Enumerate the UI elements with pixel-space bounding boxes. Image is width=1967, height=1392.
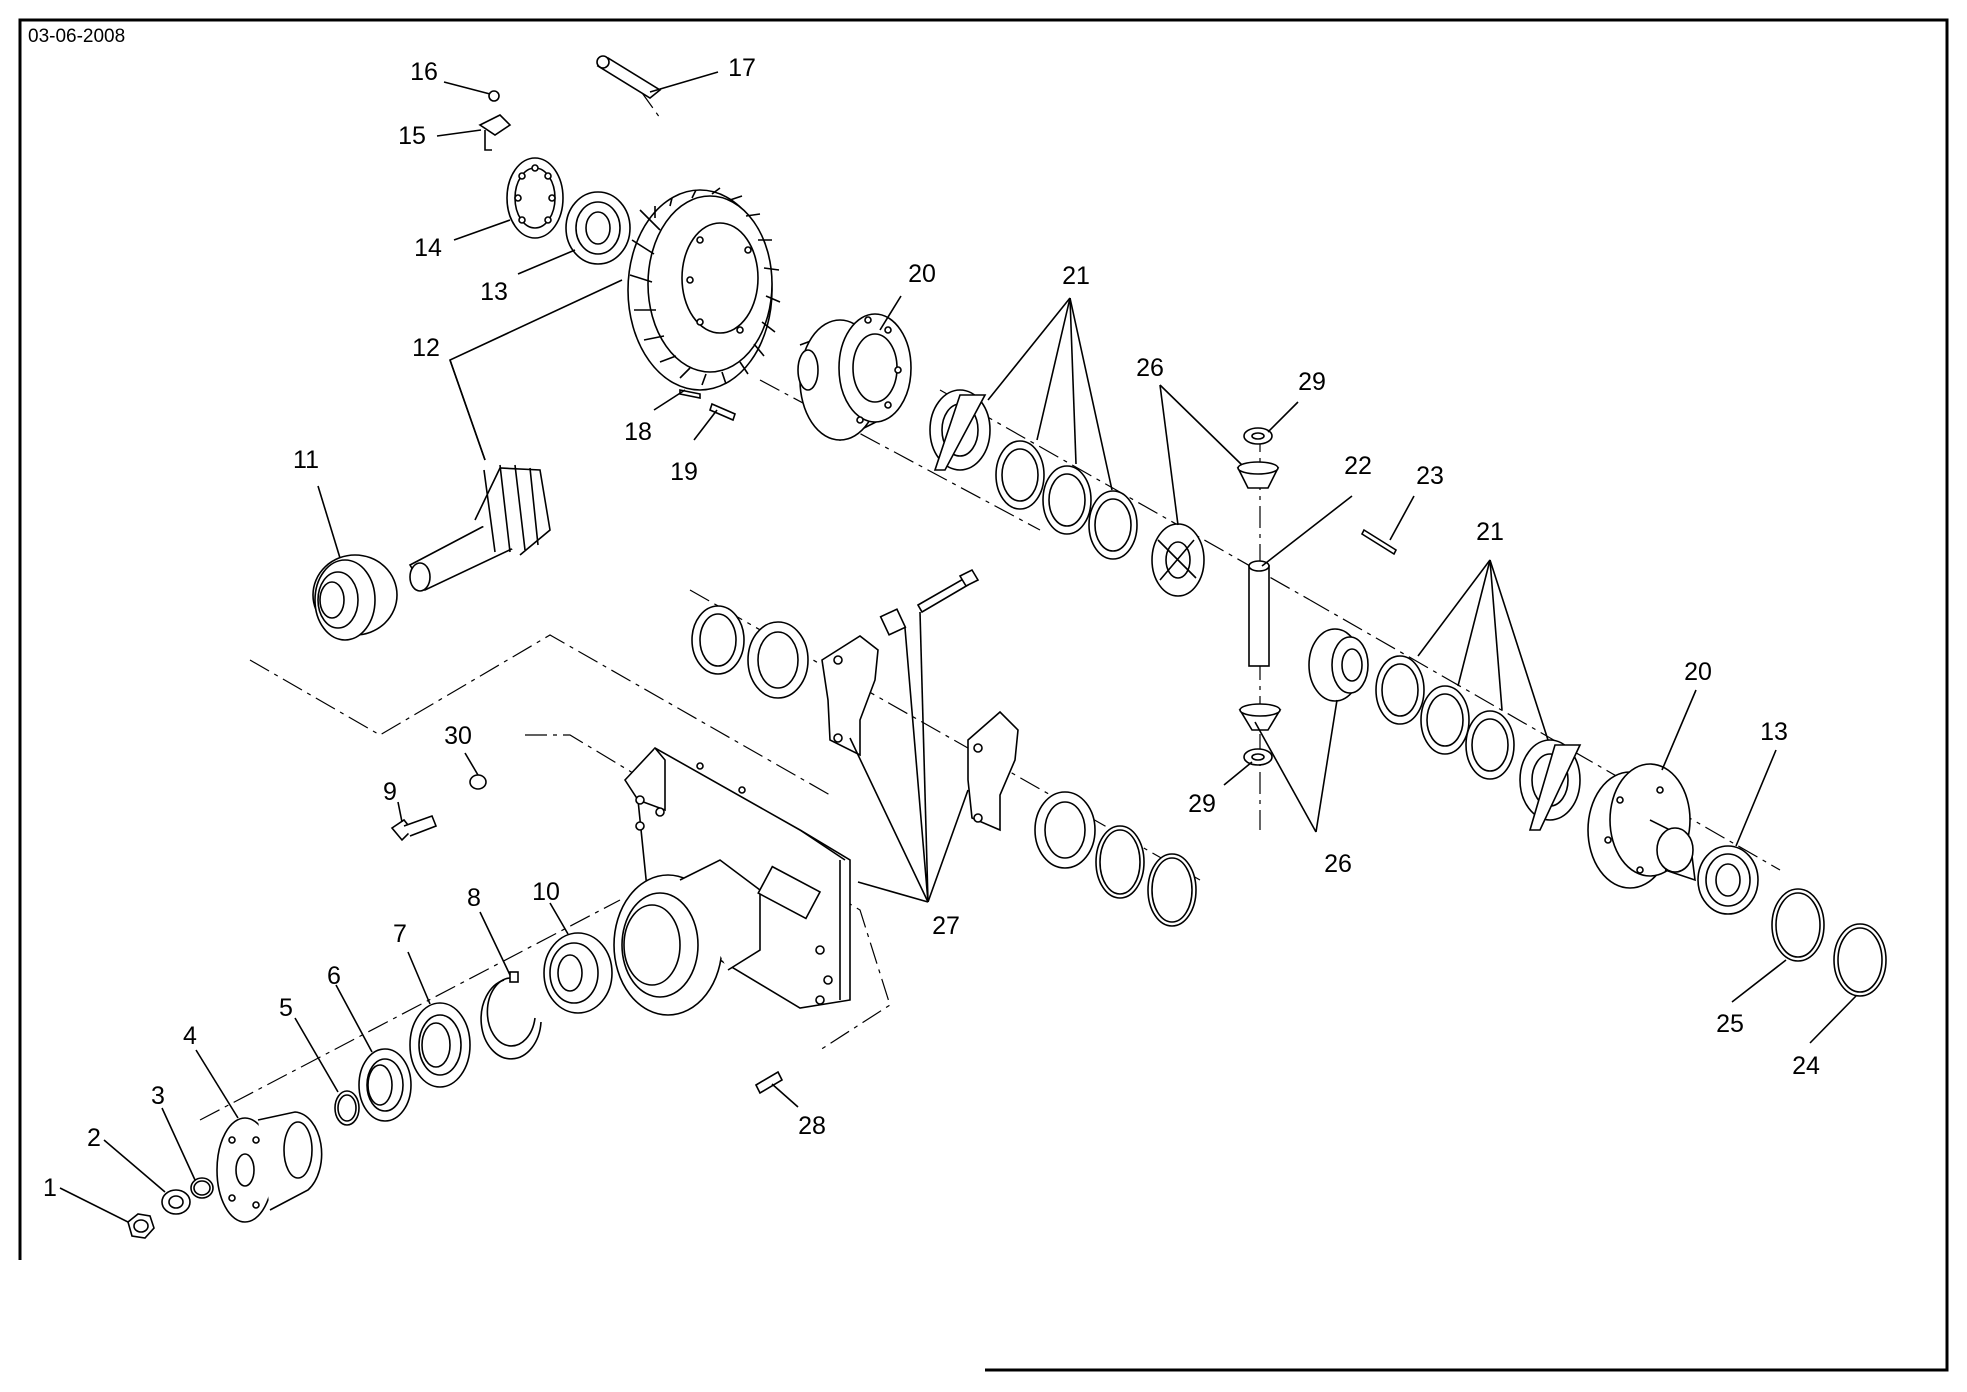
bearing-part: [543, 932, 613, 1014]
callout-label: 7: [393, 920, 407, 948]
callout-label: 15: [398, 122, 426, 150]
callout-label: 24: [1792, 1052, 1820, 1080]
callout-label: 10: [532, 878, 560, 906]
bearing-cup-part: [506, 157, 564, 239]
friction-disc-part: [1375, 655, 1425, 725]
bearing-part: [1034, 791, 1096, 869]
callout-label: 26: [1324, 850, 1352, 878]
callout-label: 17: [728, 54, 756, 82]
spider-gear-part: [1236, 461, 1280, 489]
small-nut-part: [469, 774, 487, 790]
thrust-washer-part: [1243, 748, 1273, 766]
callout-label: 2: [87, 1124, 101, 1152]
bracket-part: [478, 114, 512, 151]
callout-label: 13: [1760, 718, 1788, 746]
callout-label: 30: [444, 722, 472, 750]
callout-label: 20: [908, 260, 936, 288]
pinion-gear-part: [408, 464, 551, 592]
callout-label: 21: [1062, 262, 1090, 290]
callout-label: 11: [293, 446, 319, 474]
seal-part: [409, 1002, 471, 1088]
bolt-part: [596, 55, 662, 99]
seal-part: [358, 1048, 412, 1122]
bearing-part: [747, 621, 809, 699]
callout-label: 6: [327, 962, 341, 990]
friction-disc-part: [1519, 739, 1582, 831]
shim-part: [1771, 888, 1825, 962]
callout-label: 1: [43, 1174, 57, 1202]
friction-disc-part: [1420, 685, 1470, 755]
friction-disc-part: [1042, 465, 1092, 535]
friction-disc-part: [1088, 490, 1138, 560]
friction-disc-part: [929, 389, 991, 471]
callout-label: 20: [1684, 658, 1712, 686]
leader-lines: [59, 71, 1857, 1223]
thrust-washer-part: [1243, 427, 1273, 445]
dowel-pin-part: [754, 1070, 784, 1095]
o-ring-part: [334, 1090, 360, 1126]
callout-label: 21: [1476, 518, 1504, 546]
differential-case-part: [1587, 763, 1696, 889]
side-gear-part: [1151, 523, 1205, 597]
callout-label: 18: [624, 418, 652, 446]
roll-pin-part: [1360, 528, 1398, 556]
bearing-part: [565, 191, 631, 265]
cross-shaft-part: [1248, 560, 1270, 667]
differential-case-part: [797, 313, 912, 441]
bolt-part: [916, 568, 980, 614]
bolt-part: [390, 814, 438, 842]
callout-label: 8: [467, 884, 481, 912]
callout-label: 16: [410, 58, 438, 86]
side-gear-part: [1308, 628, 1369, 702]
callout-labels: 1 2 3 4 5 6 7 8 9 10 11 12 13 13 14 15 1…: [43, 54, 1820, 1202]
shim-part: [1833, 923, 1887, 997]
parts: [127, 55, 1887, 1239]
callout-label: 5: [279, 994, 293, 1022]
bearing-cup-part: [691, 605, 745, 675]
callout-label: 29: [1298, 368, 1326, 396]
callout-label: 4: [183, 1022, 197, 1050]
callout-label: 28: [798, 1112, 826, 1140]
callout-label: 26: [1136, 354, 1164, 382]
hex-nut-part: [127, 1213, 155, 1239]
bearing-part: [312, 554, 398, 641]
callout-label: 23: [1416, 462, 1444, 490]
flange-part: [216, 1111, 323, 1223]
callout-label: 14: [414, 234, 442, 262]
bushing-part: [879, 608, 907, 636]
bearing-cap-part: [967, 710, 1019, 832]
page-frame: [18, 18, 1949, 1372]
friction-disc-part: [1465, 710, 1515, 780]
ring-gear-part: [627, 187, 781, 391]
screw-part: [488, 90, 500, 102]
callout-label: 12: [412, 334, 440, 362]
callout-label: 22: [1344, 452, 1372, 480]
shim-part: [1147, 853, 1197, 927]
housing-part: [613, 746, 851, 1016]
washer-part: [161, 1189, 191, 1215]
pin-part: [679, 389, 736, 422]
callout-label: 13: [480, 278, 508, 306]
bearing-part: [1697, 845, 1759, 915]
callout-label: 29: [1188, 790, 1216, 818]
friction-disc-part: [995, 440, 1045, 510]
bearing-cap-part: [821, 635, 879, 757]
callout-label: 3: [151, 1082, 165, 1110]
date-stamp: 03-06-2008: [28, 26, 126, 47]
callout-label: 9: [383, 778, 397, 806]
shim-part: [1095, 825, 1145, 899]
callout-label: 27: [932, 912, 960, 940]
snap-ring-part: [480, 971, 542, 1060]
o-ring-part: [190, 1177, 214, 1199]
callout-label: 19: [670, 458, 698, 486]
callout-label: 25: [1716, 1010, 1744, 1038]
spider-gear-part: [1238, 703, 1282, 731]
